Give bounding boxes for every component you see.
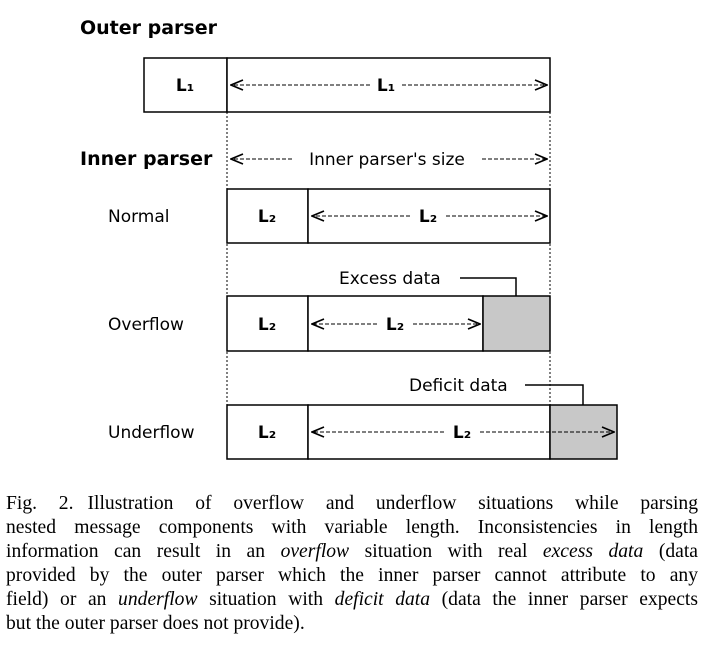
- caption-line-6: but the outer parser does not provide).: [6, 613, 305, 634]
- outer-header-box: [143, 57, 228, 113]
- underflow-row-label: Underflow: [108, 423, 195, 443]
- parser-diagram: Outer parser L₁ L₁ Inner parser Inner pa…: [80, 17, 618, 460]
- deficit-data-callout: Deficit data: [409, 376, 508, 396]
- overflow-row-label: Overflow: [108, 315, 184, 335]
- outer-header-label: L₁: [176, 76, 194, 96]
- inner-size-label: Inner parser's size: [309, 150, 465, 170]
- figure-caption: Fig. 2.Illustration of overflow and unde…: [6, 492, 698, 636]
- underflow-header-box: [226, 404, 309, 460]
- overflow-span-label: L₂: [386, 315, 404, 335]
- underflow-span-label: L₂: [453, 423, 471, 443]
- overflow-header-box: [226, 295, 309, 352]
- caption-line-1: Fig. 2.Illustration of overflow and unde…: [6, 493, 698, 514]
- normal-row-label: Normal: [108, 207, 170, 227]
- overflow-header-label: L₂: [258, 315, 276, 335]
- figure-label: Fig. 2.: [6, 493, 74, 514]
- normal-header-label: L₂: [258, 207, 276, 227]
- inner-parser-heading: Inner parser: [80, 148, 213, 170]
- excess-data-callout: Excess data: [339, 269, 441, 289]
- excess-data-box: [482, 295, 551, 352]
- outer-parser-heading: Outer parser: [80, 17, 218, 39]
- outer-payload-box: [226, 57, 551, 113]
- caption-line-5: field) or an underflow situation with de…: [6, 589, 699, 610]
- caption-line-3: information can result in an overflow si…: [6, 541, 698, 562]
- underflow-header-label: L₂: [258, 423, 276, 443]
- caption-line-4: provided by the outer parser which the i…: [6, 565, 698, 586]
- outer-span-label: L₁: [377, 76, 395, 96]
- caption-line-2: nested message components with variable …: [6, 517, 698, 538]
- normal-span-label: L₂: [419, 207, 437, 227]
